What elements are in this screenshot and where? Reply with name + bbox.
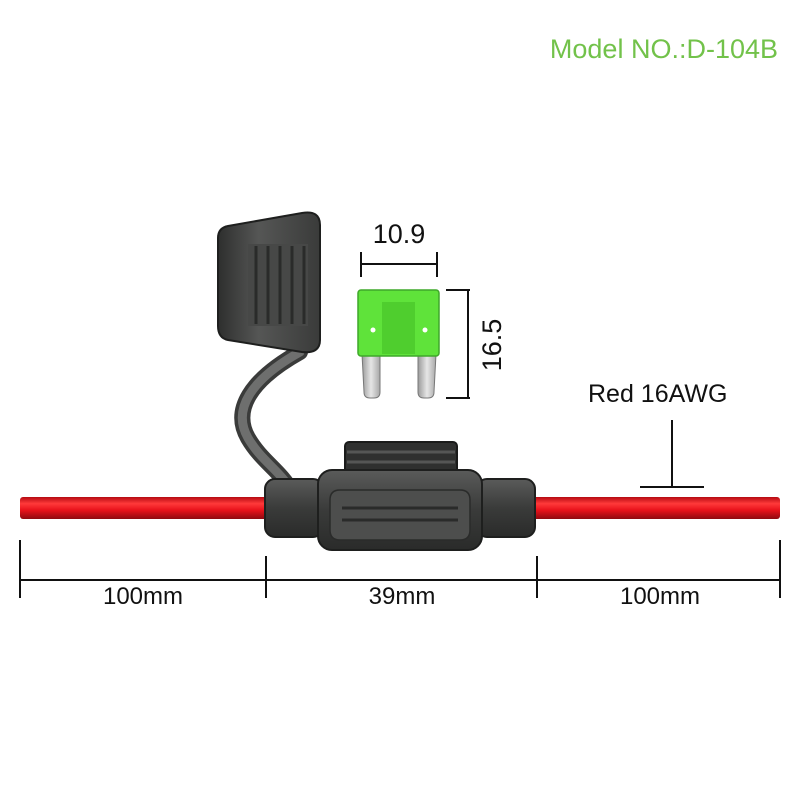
left-wire-length-label: 100mm [102,583,184,610]
length-dimension-lines [19,540,781,598]
wire-callout-leader [640,420,704,488]
wire-spec-label: Red 16AWG [588,380,728,408]
holder-length-label: 39mm [368,583,436,610]
fuse-width-dimension [360,252,438,277]
right-red-wire [524,497,780,519]
left-red-wire [20,497,276,519]
protective-cap [217,211,321,354]
fuse-holder-body [264,441,536,551]
blade-fuse [357,289,440,399]
fuse-width-label: 10.9 [372,219,426,249]
fuse-height-dimension [446,289,470,399]
right-wire-length-label: 100mm [619,583,701,610]
fuse-height-label: 16.5 [477,318,507,372]
model-number-label: Model NO.:D-104B [549,34,778,64]
